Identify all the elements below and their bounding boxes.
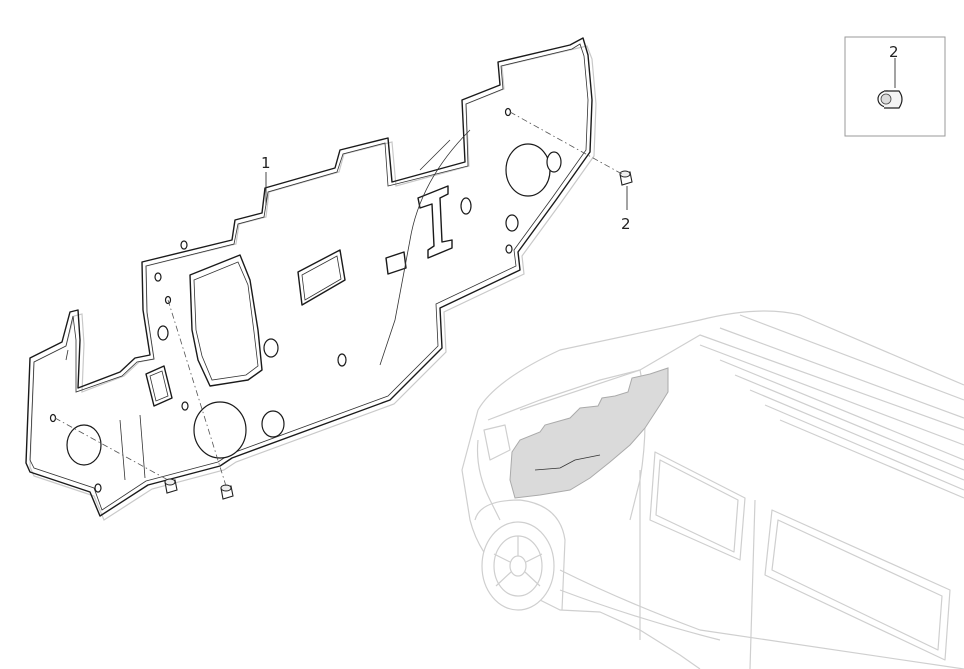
inset-callout-2: 2 xyxy=(889,43,899,61)
highlighted-insulation-location xyxy=(509,367,669,499)
clip-lower-left xyxy=(164,478,178,494)
inset-detail-box: 2 xyxy=(844,36,946,137)
clip-right xyxy=(619,170,633,186)
vehicle-location-view xyxy=(461,310,964,669)
insulation-panel xyxy=(25,37,597,521)
callout-part-1: 1 xyxy=(261,154,271,205)
callout-1-label: 1 xyxy=(261,154,271,172)
callout-2-label: 2 xyxy=(621,215,631,233)
hole-round-large-center xyxy=(193,401,247,459)
hole-round-large-right xyxy=(505,143,551,197)
inset-clip-icon xyxy=(877,90,903,109)
clip-lower-center xyxy=(220,484,234,500)
hole-round-large-left xyxy=(66,424,102,466)
callout-part-2: 2 xyxy=(621,186,631,233)
